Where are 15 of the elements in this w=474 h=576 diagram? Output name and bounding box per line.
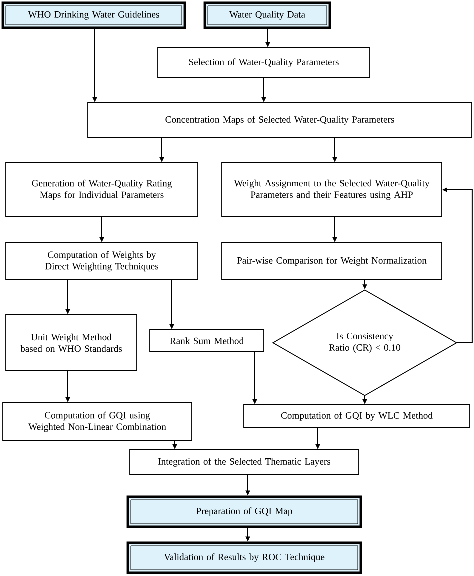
process-box: Computation of Weights by Direct Weighting Techniques	[6, 242, 198, 280]
process-box: Selection of Water-Quality Parameters	[158, 48, 370, 78]
process-box: Pair-wise Comparison for Weight Normalization	[222, 242, 442, 280]
process-box: Computation of GQI using Weighted Non-Linear Combination	[2, 402, 192, 442]
highlighted-box: Preparation of GQI Map	[126, 496, 362, 528]
process-box: Generation of Water-Quality Rating Maps for Individual Parameters	[6, 162, 198, 218]
process-box: Integration of the Selected Thematic Layers	[130, 450, 360, 476]
process-box: Computation of GQI by WLC Method	[244, 404, 470, 428]
highlighted-box: Water Quality Data	[204, 2, 332, 30]
process-box: Concentration Maps of Selected Water-Quality Parameters	[88, 102, 472, 138]
process-box: Unit Weight Method based on WHO Standards	[6, 314, 138, 372]
highlighted-box: Validation of Results by ROC Technique	[126, 542, 362, 574]
process-box: Rank Sum Method	[150, 330, 264, 352]
process-box: Weight Assignment to the Selected Water-Quality Parameters and their Features using AHP	[222, 162, 442, 218]
highlighted-box: WHO Drinking Water Guidelines	[2, 2, 186, 30]
